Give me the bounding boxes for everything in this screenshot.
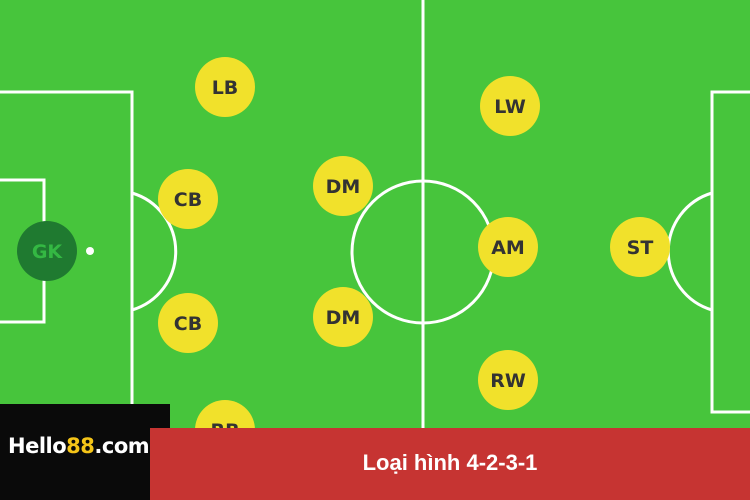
left-penalty-box [0,90,134,430]
player-circle [313,156,373,216]
player-label: CB [174,189,202,211]
brand-logo-text: Hello88.com [8,434,150,458]
brand-name-number: 88 [66,434,95,458]
player-token-lb: LB [195,57,255,117]
player-label: ST [627,237,654,259]
player-label: LW [494,96,526,118]
brand-logo: Hello88.com [0,404,170,500]
player-circle [480,76,540,136]
player-token-st: ST [610,217,670,277]
player-label: GK [32,241,64,263]
player-circle [158,293,218,353]
player-token-rw: RW [478,350,538,410]
player-label: AM [491,237,525,259]
player-token-cb: CB [158,293,218,353]
player-circle [478,217,538,277]
player-token-cb: CB [158,169,218,229]
left-penalty-arc [131,191,178,312]
player-label: DM [326,307,361,329]
player-circle [195,57,255,117]
brand-name-part1: Hello [8,434,67,458]
player-token-dm: DM [313,156,373,216]
penalty-spot [86,247,94,255]
player-circle [610,217,670,277]
brand-name-part2: .com [94,434,150,458]
players: GKLBCBCBRBDMDMLWAMRWST [17,57,670,460]
player-token-dm: DM [313,287,373,347]
player-token-am: AM [478,217,538,277]
player-circle [158,169,218,229]
player-token-gk: GK [17,221,77,281]
player-label: CB [174,313,202,335]
banner-title: Loại hình 4-2-3-1 [362,450,538,475]
caption-banner: Loại hình 4-2-3-1 [150,428,750,500]
player-label: RW [490,370,526,392]
player-label: DM [326,176,361,198]
right-penalty-box [710,90,750,414]
player-circle [17,221,77,281]
player-token-lw: LW [480,76,540,136]
player-circle [313,287,373,347]
player-circle [478,350,538,410]
player-label: LB [212,77,239,99]
